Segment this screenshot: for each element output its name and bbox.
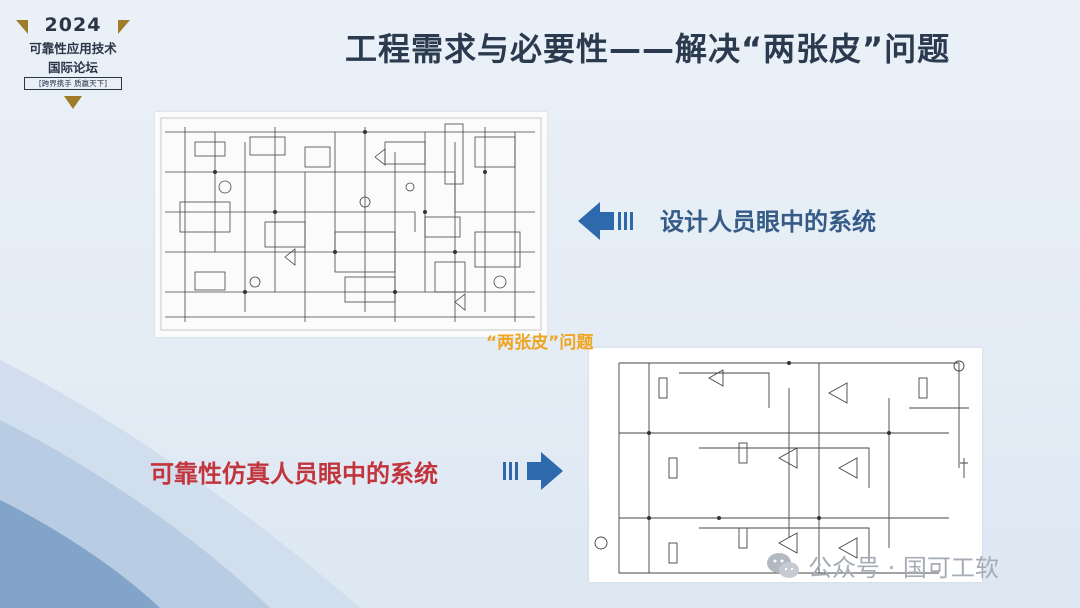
slide-title: 工程需求与必要性——解决“两张皮”问题: [345, 30, 951, 68]
watermark: 公众号 · 国可工软: [766, 548, 999, 583]
designers-view-label: 设计人员眼中的系统: [660, 208, 876, 236]
logo-year: 2024: [44, 14, 102, 36]
logo-line1: 可靠性应用技术: [29, 41, 117, 56]
logo-line2: 国际论坛: [47, 60, 98, 75]
reliability-schematic-image: [589, 348, 982, 582]
logo-tagline: [跨界携手 质赢天下]: [24, 77, 122, 90]
designer-schematic-image: [155, 112, 547, 337]
right-arrow-icon: [503, 452, 563, 490]
left-arrow-icon: [578, 202, 633, 240]
reliability-view-label: 可靠性仿真人员眼中的系统: [150, 460, 438, 488]
two-skins-label: “两张皮”问题: [486, 333, 594, 353]
wechat-icon: [767, 552, 799, 578]
watermark-text: 公众号 · 国可工软: [808, 554, 999, 582]
forum-logo: 2024 可靠性应用技术 国际论坛 [跨界携手 质赢天下]: [14, 12, 132, 112]
